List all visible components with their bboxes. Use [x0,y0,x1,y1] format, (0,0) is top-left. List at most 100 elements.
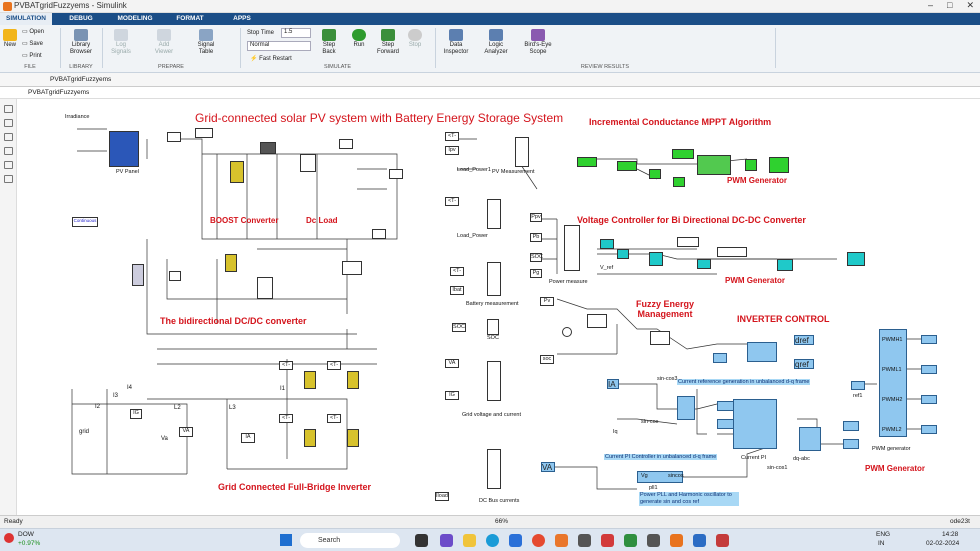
ia-tag[interactable]: IA [241,433,255,443]
fit-view-icon[interactable] [4,119,13,127]
goto-T-3[interactable]: <T- [279,414,293,423]
bidir-switch-1[interactable] [225,254,237,272]
stop-time-input[interactable]: 1.5 [281,28,311,38]
from-T-batt[interactable]: <T- [450,267,464,276]
tab-format[interactable]: FORMAT [176,15,204,22]
vc-limit-block[interactable] [697,259,711,269]
inv-out-tag-2[interactable] [843,439,859,449]
signal-table-button[interactable]: Signal Table [192,29,220,56]
mppt-delay-block[interactable] [672,149,694,159]
powerpoint-icon[interactable] [716,534,729,547]
mppt-vpv-block[interactable] [617,161,637,171]
mppt-input-block[interactable] [577,157,597,167]
app-icon-2[interactable] [624,534,637,547]
app-icon-3[interactable] [647,534,660,547]
office-icon[interactable] [555,534,568,547]
ig-from-tag[interactable]: IG [445,391,459,400]
zoom-in-icon[interactable] [4,105,13,113]
tab-modeling[interactable]: MODELING [117,15,153,22]
inverter-sw-2[interactable] [347,371,359,389]
tab-simulation[interactable]: SIMULATION [0,13,52,25]
va-tag[interactable]: VA [179,427,193,437]
vbat-out-tag[interactable] [372,229,386,239]
ia-from-block[interactable]: IA [607,379,619,389]
fuzzy-gain-block[interactable] [713,353,727,363]
fuzzy-pv-tag[interactable]: Pv [540,297,554,306]
fuzzy-mux-block[interactable] [587,314,607,328]
mppt-inccond-block[interactable] [697,155,731,175]
inv-out-tag-1[interactable] [843,421,859,431]
soc-from2-tag[interactable]: SOC [530,253,543,262]
pwm-bat-tag[interactable] [342,261,362,275]
va-pll-tag[interactable]: VA [541,462,555,472]
edge-icon[interactable] [486,534,499,547]
va-from-tag[interactable]: VA [445,359,459,368]
battery-scope[interactable] [487,262,501,296]
fuzzy-clock-block[interactable] [562,327,572,337]
batt-meas-block[interactable] [169,271,181,281]
new-button[interactable]: New [3,29,17,49]
tab-debug[interactable]: DEBUG [69,15,93,22]
battery-block[interactable] [132,264,144,286]
qref-tag[interactable]: qref [794,359,814,369]
birds-eye-scope-button[interactable]: Bird's-Eye Scope [520,29,556,56]
save-button[interactable]: ▭ Save [22,41,44,47]
store-icon[interactable] [509,534,522,547]
print-button[interactable]: ▭ Print [22,53,42,59]
goto-T-2[interactable]: <T- [327,361,341,370]
diode-block[interactable] [260,142,276,154]
app-icon-1[interactable] [578,534,591,547]
file-explorer-icon[interactable] [463,534,476,547]
dc-bus-scope[interactable] [487,449,501,489]
pv-from-tag[interactable]: Ppv [530,213,542,222]
goto-T-4[interactable]: <T- [327,414,341,423]
open-button[interactable]: ▭ Open [22,29,45,35]
current-pi-block[interactable] [733,399,777,449]
iload-tag[interactable]: Iload [435,492,449,501]
word-icon[interactable] [693,534,706,547]
vc-vbat-block[interactable] [600,239,614,249]
add-viewer-button[interactable]: Add Viewer [150,29,178,56]
dc-load-block[interactable] [300,154,316,172]
mppt-pwm-block[interactable] [769,157,789,173]
image-icon[interactable] [4,161,13,169]
step-back-button[interactable]: Step Back [318,29,340,56]
ipv-tag[interactable]: Ipv [445,146,459,155]
mppt-sum-block[interactable] [745,159,757,171]
teams-icon[interactable] [440,534,453,547]
taskview-icon[interactable] [415,534,428,547]
bidir-switch-2[interactable] [257,277,273,299]
pll-block[interactable] [637,471,683,483]
dq-block[interactable] [747,342,777,362]
pwm-goto-3[interactable] [921,395,937,404]
power-scope[interactable] [564,225,580,271]
from-T-load[interactable]: <T- [445,197,459,206]
area-icon[interactable] [4,175,13,183]
windows-start-icon[interactable] [280,534,292,546]
doc-tab[interactable]: PVBATgridFuzzyems [50,76,112,83]
fuzzy-soc-tag[interactable]: soc [540,355,554,364]
clock-time[interactable]: 14:28 [942,531,959,538]
inverter-sw-4[interactable] [347,429,359,447]
pv-scope[interactable] [515,137,529,167]
mppt-gain-block[interactable] [649,169,661,179]
solver-name[interactable]: ode23t [950,518,970,525]
vc-sum-block[interactable] [649,252,663,266]
meas-pv-tag[interactable] [167,132,181,142]
matlab-icon[interactable] [670,534,683,547]
fast-restart-toggle[interactable]: ⚡ Fast Restart [250,56,292,62]
run-button[interactable]: Run [349,29,369,49]
pwm-generator-block[interactable] [879,329,907,437]
inverter-sw-3[interactable] [304,429,316,447]
pg-from-tag[interactable]: Pg [530,269,542,278]
logic-analyzer-button[interactable]: Logic Analyzer [482,29,510,56]
ig-tag[interactable]: IG [130,409,142,419]
maximize-icon[interactable]: □ [947,0,953,10]
taskbar-search[interactable]: Search [300,533,400,548]
mppt-limit-block[interactable] [673,177,685,187]
stop-button[interactable]: Stop [406,29,424,49]
inverter-sw-1[interactable] [304,371,316,389]
vc-pwm-block[interactable] [777,259,793,271]
ibat-tag[interactable]: Ibat [450,286,464,295]
data-inspector-button[interactable]: Data Inspector [442,29,470,56]
